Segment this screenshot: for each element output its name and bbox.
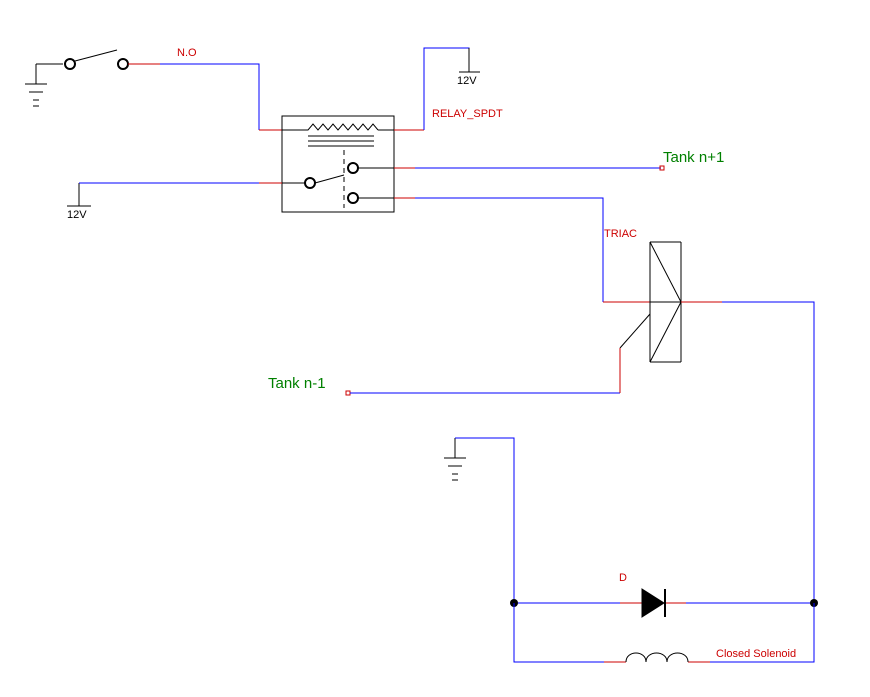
diode-label: D	[619, 572, 627, 584]
tank-next-label: Tank n+1	[663, 149, 724, 166]
relay-label: RELAY_SPDT	[432, 108, 503, 120]
supply-12v-left: 12V	[67, 183, 91, 221]
normally-open-switch	[36, 49, 160, 70]
ground-symbol-top-left	[25, 64, 47, 107]
switch-label: N.O	[177, 47, 197, 59]
ground-symbol-middle	[444, 438, 466, 481]
supply-12v-top-label: 12V	[457, 75, 477, 87]
relay-spdt	[281, 115, 395, 213]
wire-switch-to-relay	[160, 63, 282, 131]
wire-relay-to-triac	[394, 197, 650, 303]
tank-prev-label: Tank n-1	[268, 375, 326, 392]
diode	[641, 588, 666, 618]
wire-solenoid-branch	[513, 603, 815, 663]
wire-ground-to-load	[455, 437, 515, 603]
wire-triac-to-load	[681, 301, 815, 603]
wire-tank-prev-to-gate	[345, 348, 621, 396]
supply-12v-left-label: 12V	[67, 209, 87, 221]
triac-label: TRIAC	[604, 228, 637, 240]
solenoid-label: Closed Solenoid	[716, 648, 796, 660]
supply-12v-top: 12V	[457, 48, 480, 87]
solenoid-coil	[625, 652, 689, 663]
wire-relay-to-tank-next	[394, 165, 665, 171]
